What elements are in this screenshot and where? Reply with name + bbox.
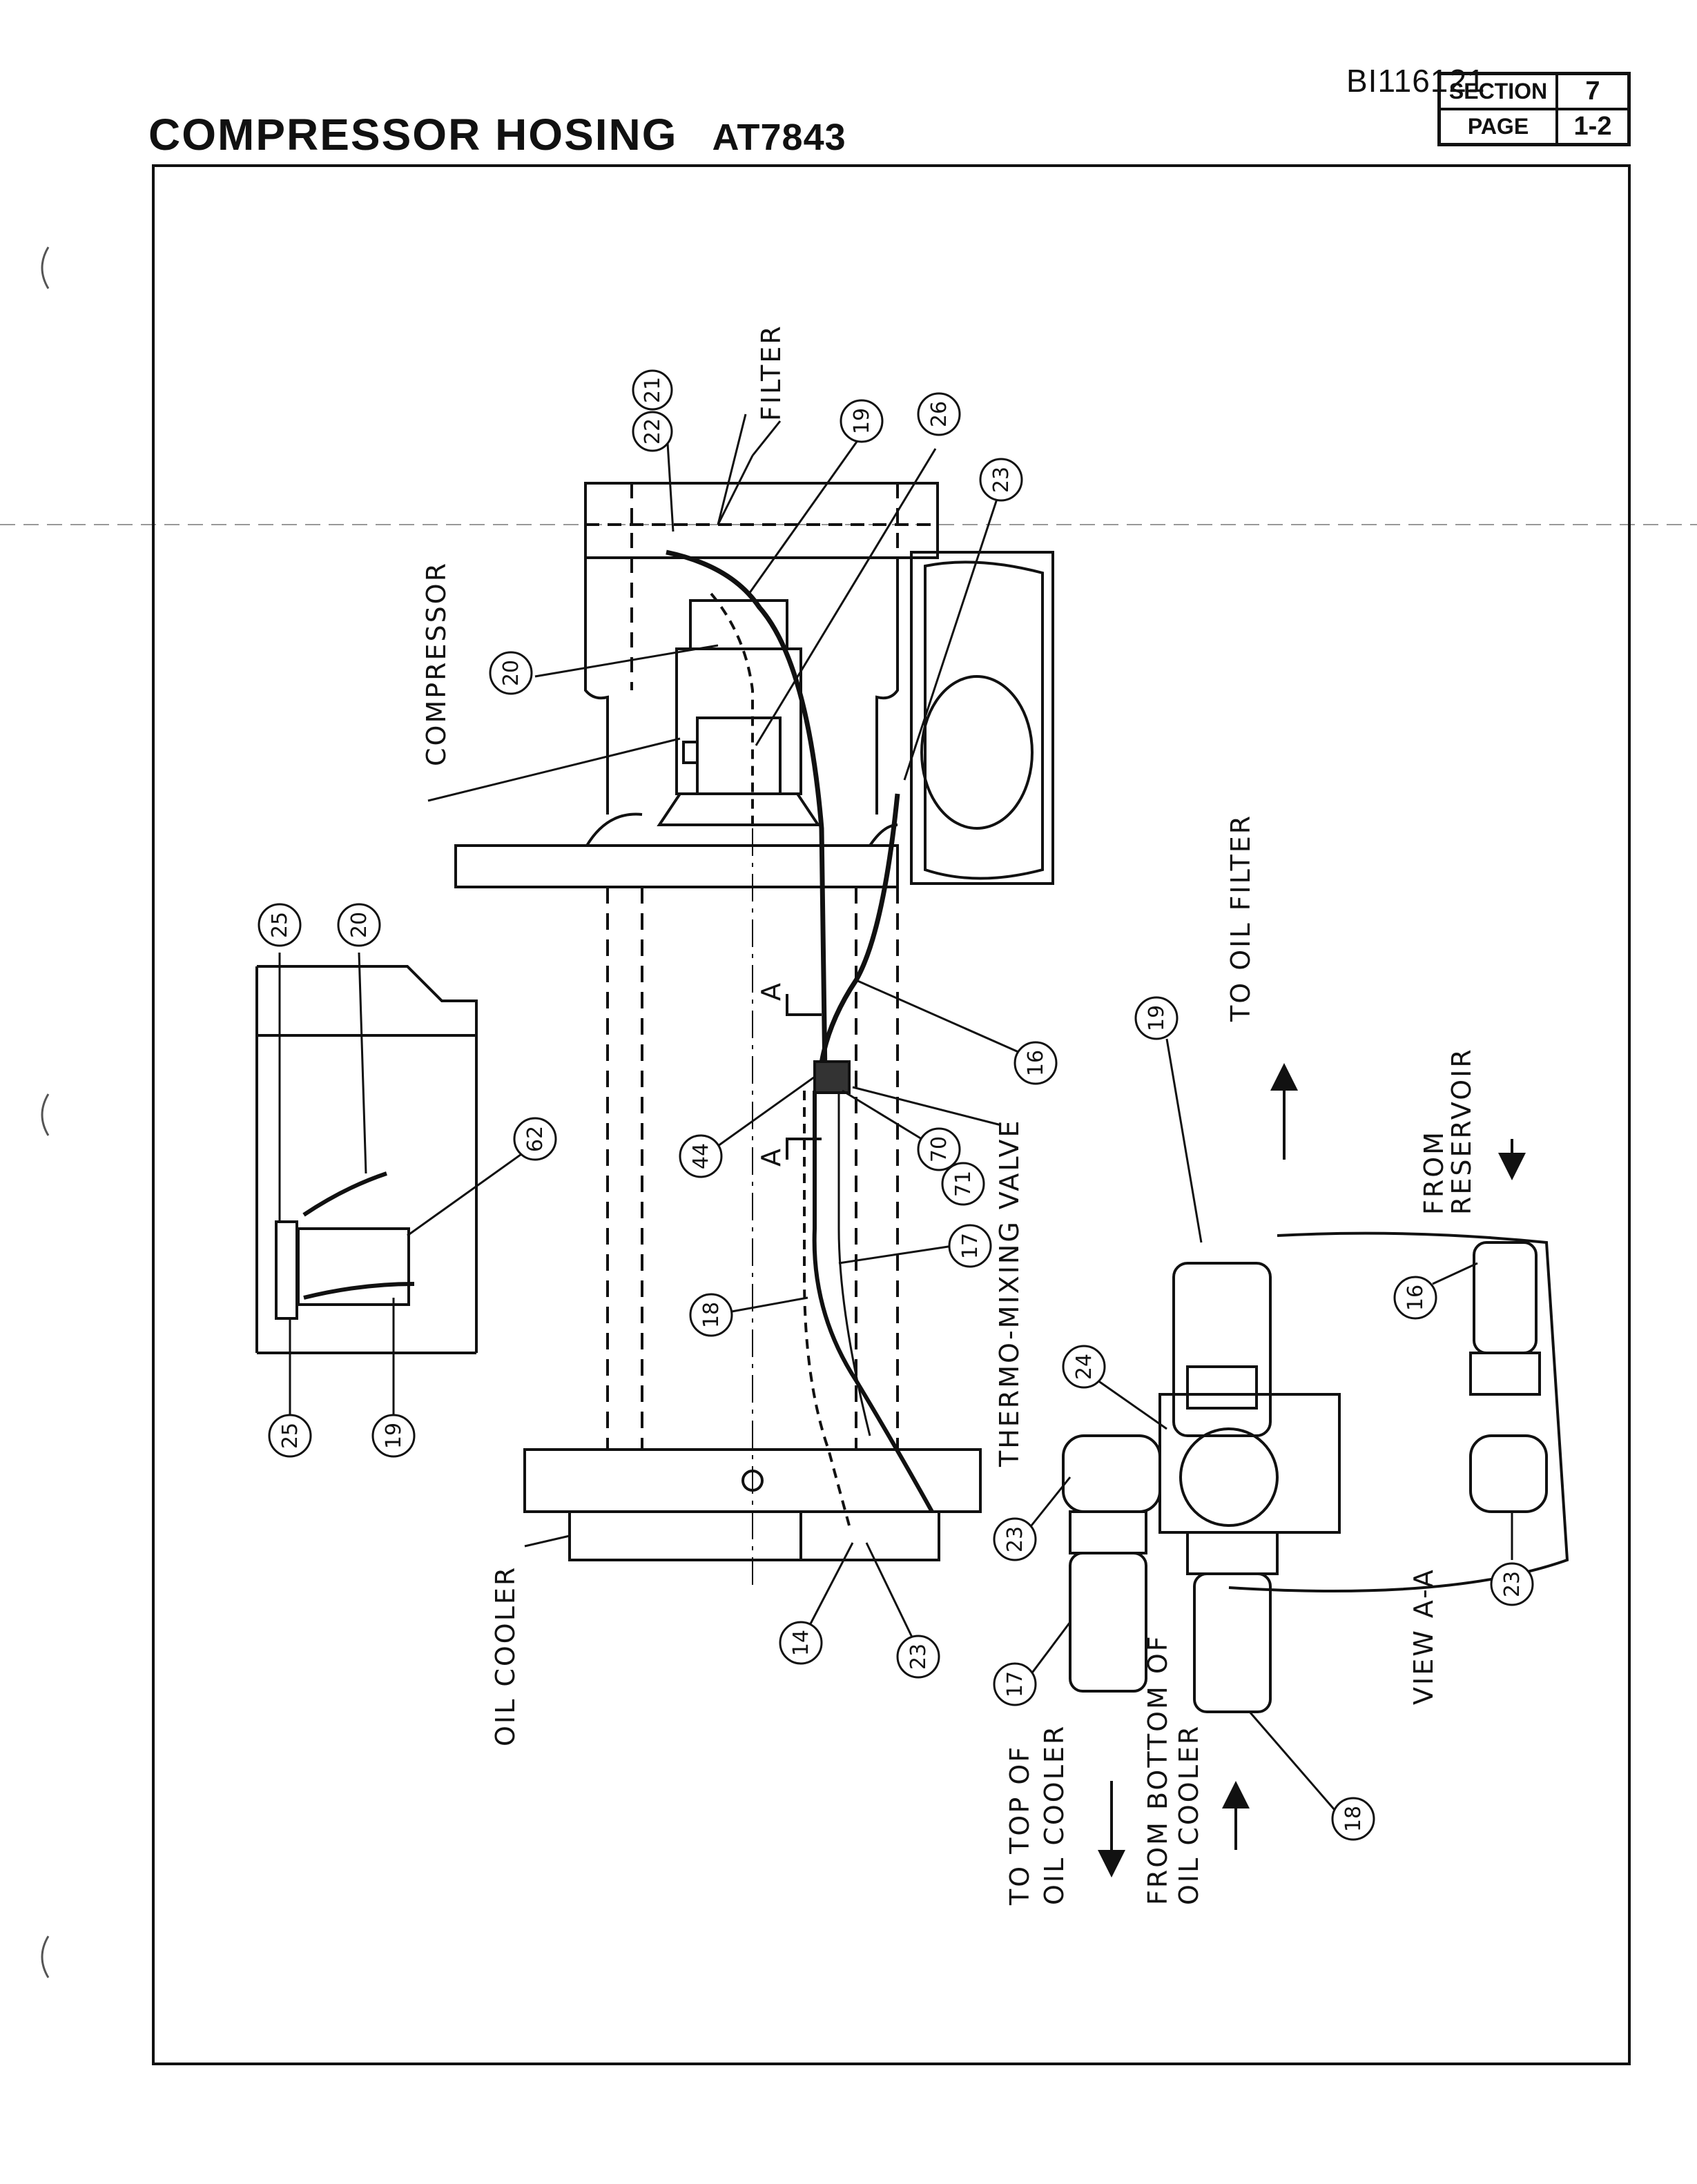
- to-top-label-1: TO TOP OF: [1005, 1745, 1035, 1906]
- filter-label: FILTER: [756, 324, 786, 421]
- callout-18-view: 18: [1341, 1806, 1366, 1832]
- view-aa-label: VIEW A-A: [1408, 1568, 1439, 1705]
- page-value: 1-2: [1555, 108, 1631, 146]
- leader-lines: [278, 413, 1513, 1816]
- section-mark-bottom: A: [756, 1147, 786, 1167]
- section-label: SECTION: [1437, 72, 1558, 110]
- callout-19-inset: 19: [382, 1423, 406, 1449]
- callout-20-inset: 20: [347, 912, 371, 938]
- callout-21: 21: [641, 377, 665, 403]
- callout-18: 18: [699, 1302, 724, 1328]
- from-bottom-label-2: OIL COOLER: [1174, 1724, 1204, 1905]
- callout-23-view-left: 23: [1003, 1526, 1027, 1552]
- callout-23-top: 23: [989, 467, 1014, 493]
- section-markers: [786, 994, 822, 1160]
- inset-detail: [255, 965, 478, 1354]
- from-reservoir-label-1: FROM: [1419, 1130, 1449, 1215]
- callout-22: 22: [641, 418, 665, 445]
- callout-circles: [258, 369, 1534, 1841]
- to-top-label-2: OIL COOLER: [1039, 1724, 1069, 1905]
- oil-cooler-label: OIL COOLER: [490, 1566, 521, 1746]
- oil-cooler: [568, 1510, 940, 1561]
- title-text: COMPRESSOR HOSING: [148, 110, 678, 159]
- compressor-body: [675, 647, 802, 795]
- page-title: COMPRESSOR HOSING AT7843: [148, 109, 846, 160]
- binder-holes: [41, 246, 50, 1978]
- callout-17-view: 17: [1003, 1671, 1027, 1697]
- callout-16: 16: [1024, 1050, 1048, 1076]
- reservoir-tank: [910, 551, 1054, 885]
- thermo-mixing-valve-label: THERMO-MIXING VALVE: [994, 1119, 1025, 1468]
- page-label: PAGE: [1437, 108, 1558, 146]
- callout-23-view-right: 23: [1500, 1571, 1524, 1597]
- view-aa-detail: [1062, 1063, 1569, 1878]
- callout-19-view: 19: [1145, 1005, 1169, 1031]
- callout-70: 70: [927, 1136, 951, 1162]
- callout-62: 62: [523, 1126, 547, 1152]
- callout-14: 14: [789, 1630, 813, 1656]
- callout-20: 20: [499, 660, 523, 686]
- callout-17: 17: [958, 1233, 982, 1259]
- callout-44: 44: [689, 1143, 713, 1169]
- callout-25-inset-top: 25: [268, 912, 292, 938]
- main-assembly: [454, 482, 1054, 1588]
- callout-24: 24: [1072, 1354, 1096, 1380]
- hoses: [666, 549, 934, 1526]
- callout-23-cooler: 23: [906, 1644, 931, 1670]
- thermo-mixing-valve-body: [813, 1060, 851, 1094]
- drawing-frame: [152, 164, 1631, 2065]
- compressor-label: COMPRESSOR: [421, 561, 452, 766]
- callout-71: 71: [951, 1171, 976, 1197]
- from-reservoir-label-2: RESERVOIR: [1446, 1047, 1477, 1215]
- callout-26: 26: [927, 401, 951, 427]
- model-code: AT7843: [712, 117, 846, 158]
- section-value: 7: [1555, 72, 1631, 110]
- to-oil-filter-label: TO OIL FILTER: [1225, 814, 1256, 1022]
- callout-19-filter: 19: [850, 408, 874, 434]
- from-bottom-label-1: FROM BOTTOM OF: [1143, 1634, 1173, 1905]
- callout-25-inset-bottom: 25: [278, 1423, 302, 1449]
- callout-16-view: 16: [1404, 1285, 1428, 1311]
- section-mark-top: A: [756, 981, 786, 1001]
